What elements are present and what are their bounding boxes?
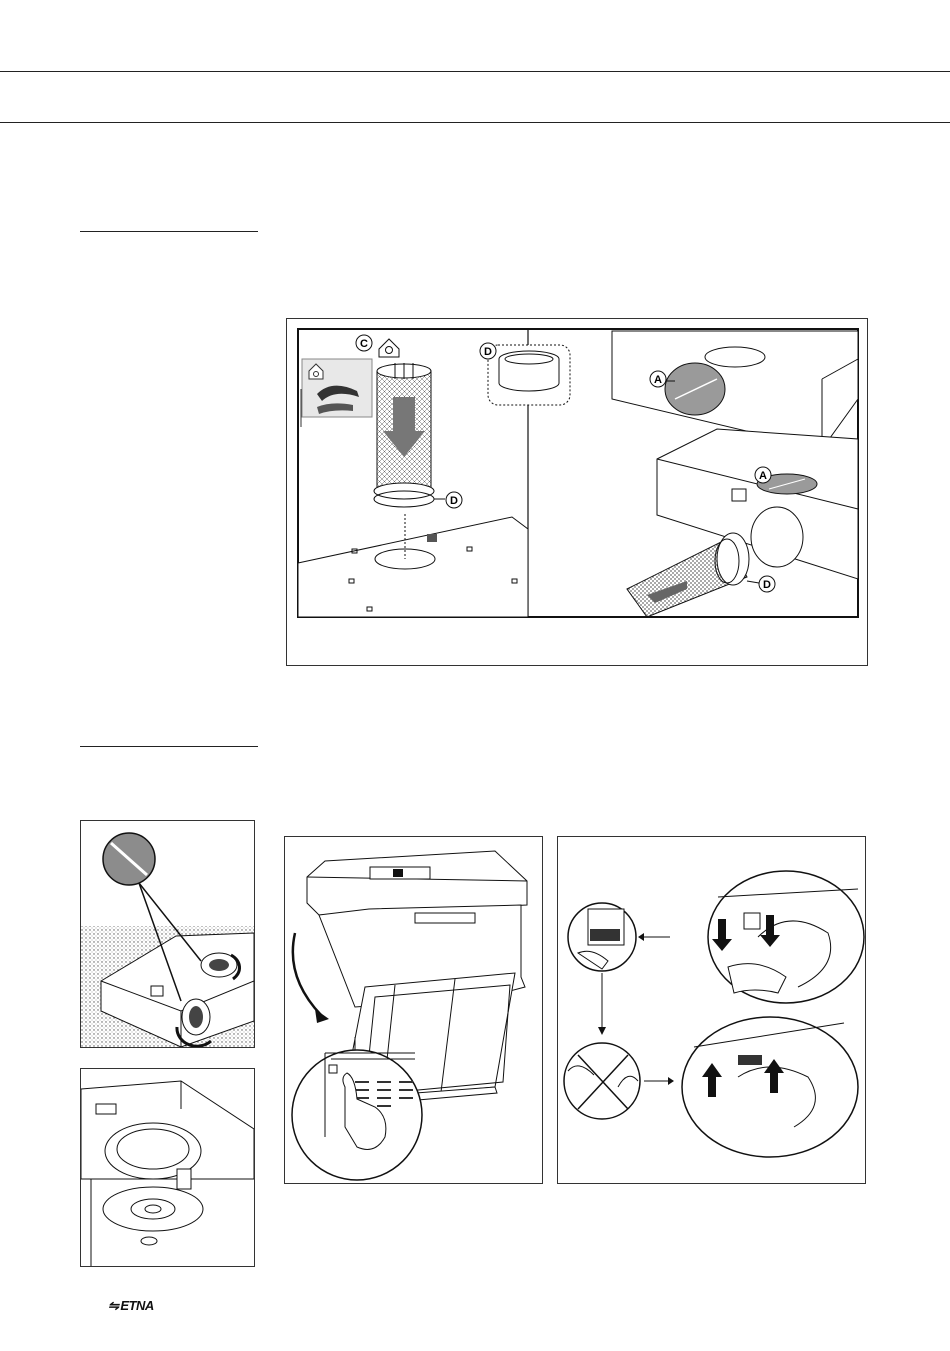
callout-d-filter: D bbox=[446, 492, 462, 508]
callout-a-bottom: A bbox=[755, 467, 771, 483]
motor-art bbox=[81, 1069, 254, 1266]
callout-d-flange-label: D bbox=[484, 346, 492, 358]
callout-d-pipe: D bbox=[747, 576, 775, 592]
callout-d-filter-label: D bbox=[450, 495, 458, 507]
open-panel-figure bbox=[284, 836, 543, 1184]
installation-figure-art: C D D A bbox=[287, 319, 867, 665]
filter-steps-art bbox=[558, 837, 865, 1183]
callout-d-pipe-label: D bbox=[763, 579, 771, 591]
callout-c-label: C bbox=[360, 338, 368, 350]
installation-figure: C D D A bbox=[286, 318, 868, 666]
section-rule-2 bbox=[80, 746, 258, 747]
house-icon bbox=[379, 339, 399, 357]
callout-d-flange: D bbox=[480, 343, 496, 359]
header-rule-bottom bbox=[0, 122, 950, 123]
brand-logo: ⇋ETNA bbox=[108, 1298, 154, 1314]
callout-a-top-label: A bbox=[654, 374, 662, 386]
brand-logo-text: ETNA bbox=[120, 1298, 153, 1313]
filter-steps-figure bbox=[557, 836, 866, 1184]
filter-dial-icon bbox=[103, 833, 155, 885]
charcoal-filter-art bbox=[81, 821, 254, 1047]
callout-c: C bbox=[356, 335, 372, 351]
brand-logo-mark: ⇋ bbox=[108, 1298, 118, 1314]
motor-figure bbox=[80, 1068, 255, 1267]
callout-a-bottom-label: A bbox=[759, 470, 767, 482]
open-panel-art bbox=[285, 837, 542, 1183]
charcoal-filter-figure bbox=[80, 820, 255, 1048]
section-rule-1 bbox=[80, 231, 258, 232]
header-rule-top bbox=[0, 71, 950, 72]
